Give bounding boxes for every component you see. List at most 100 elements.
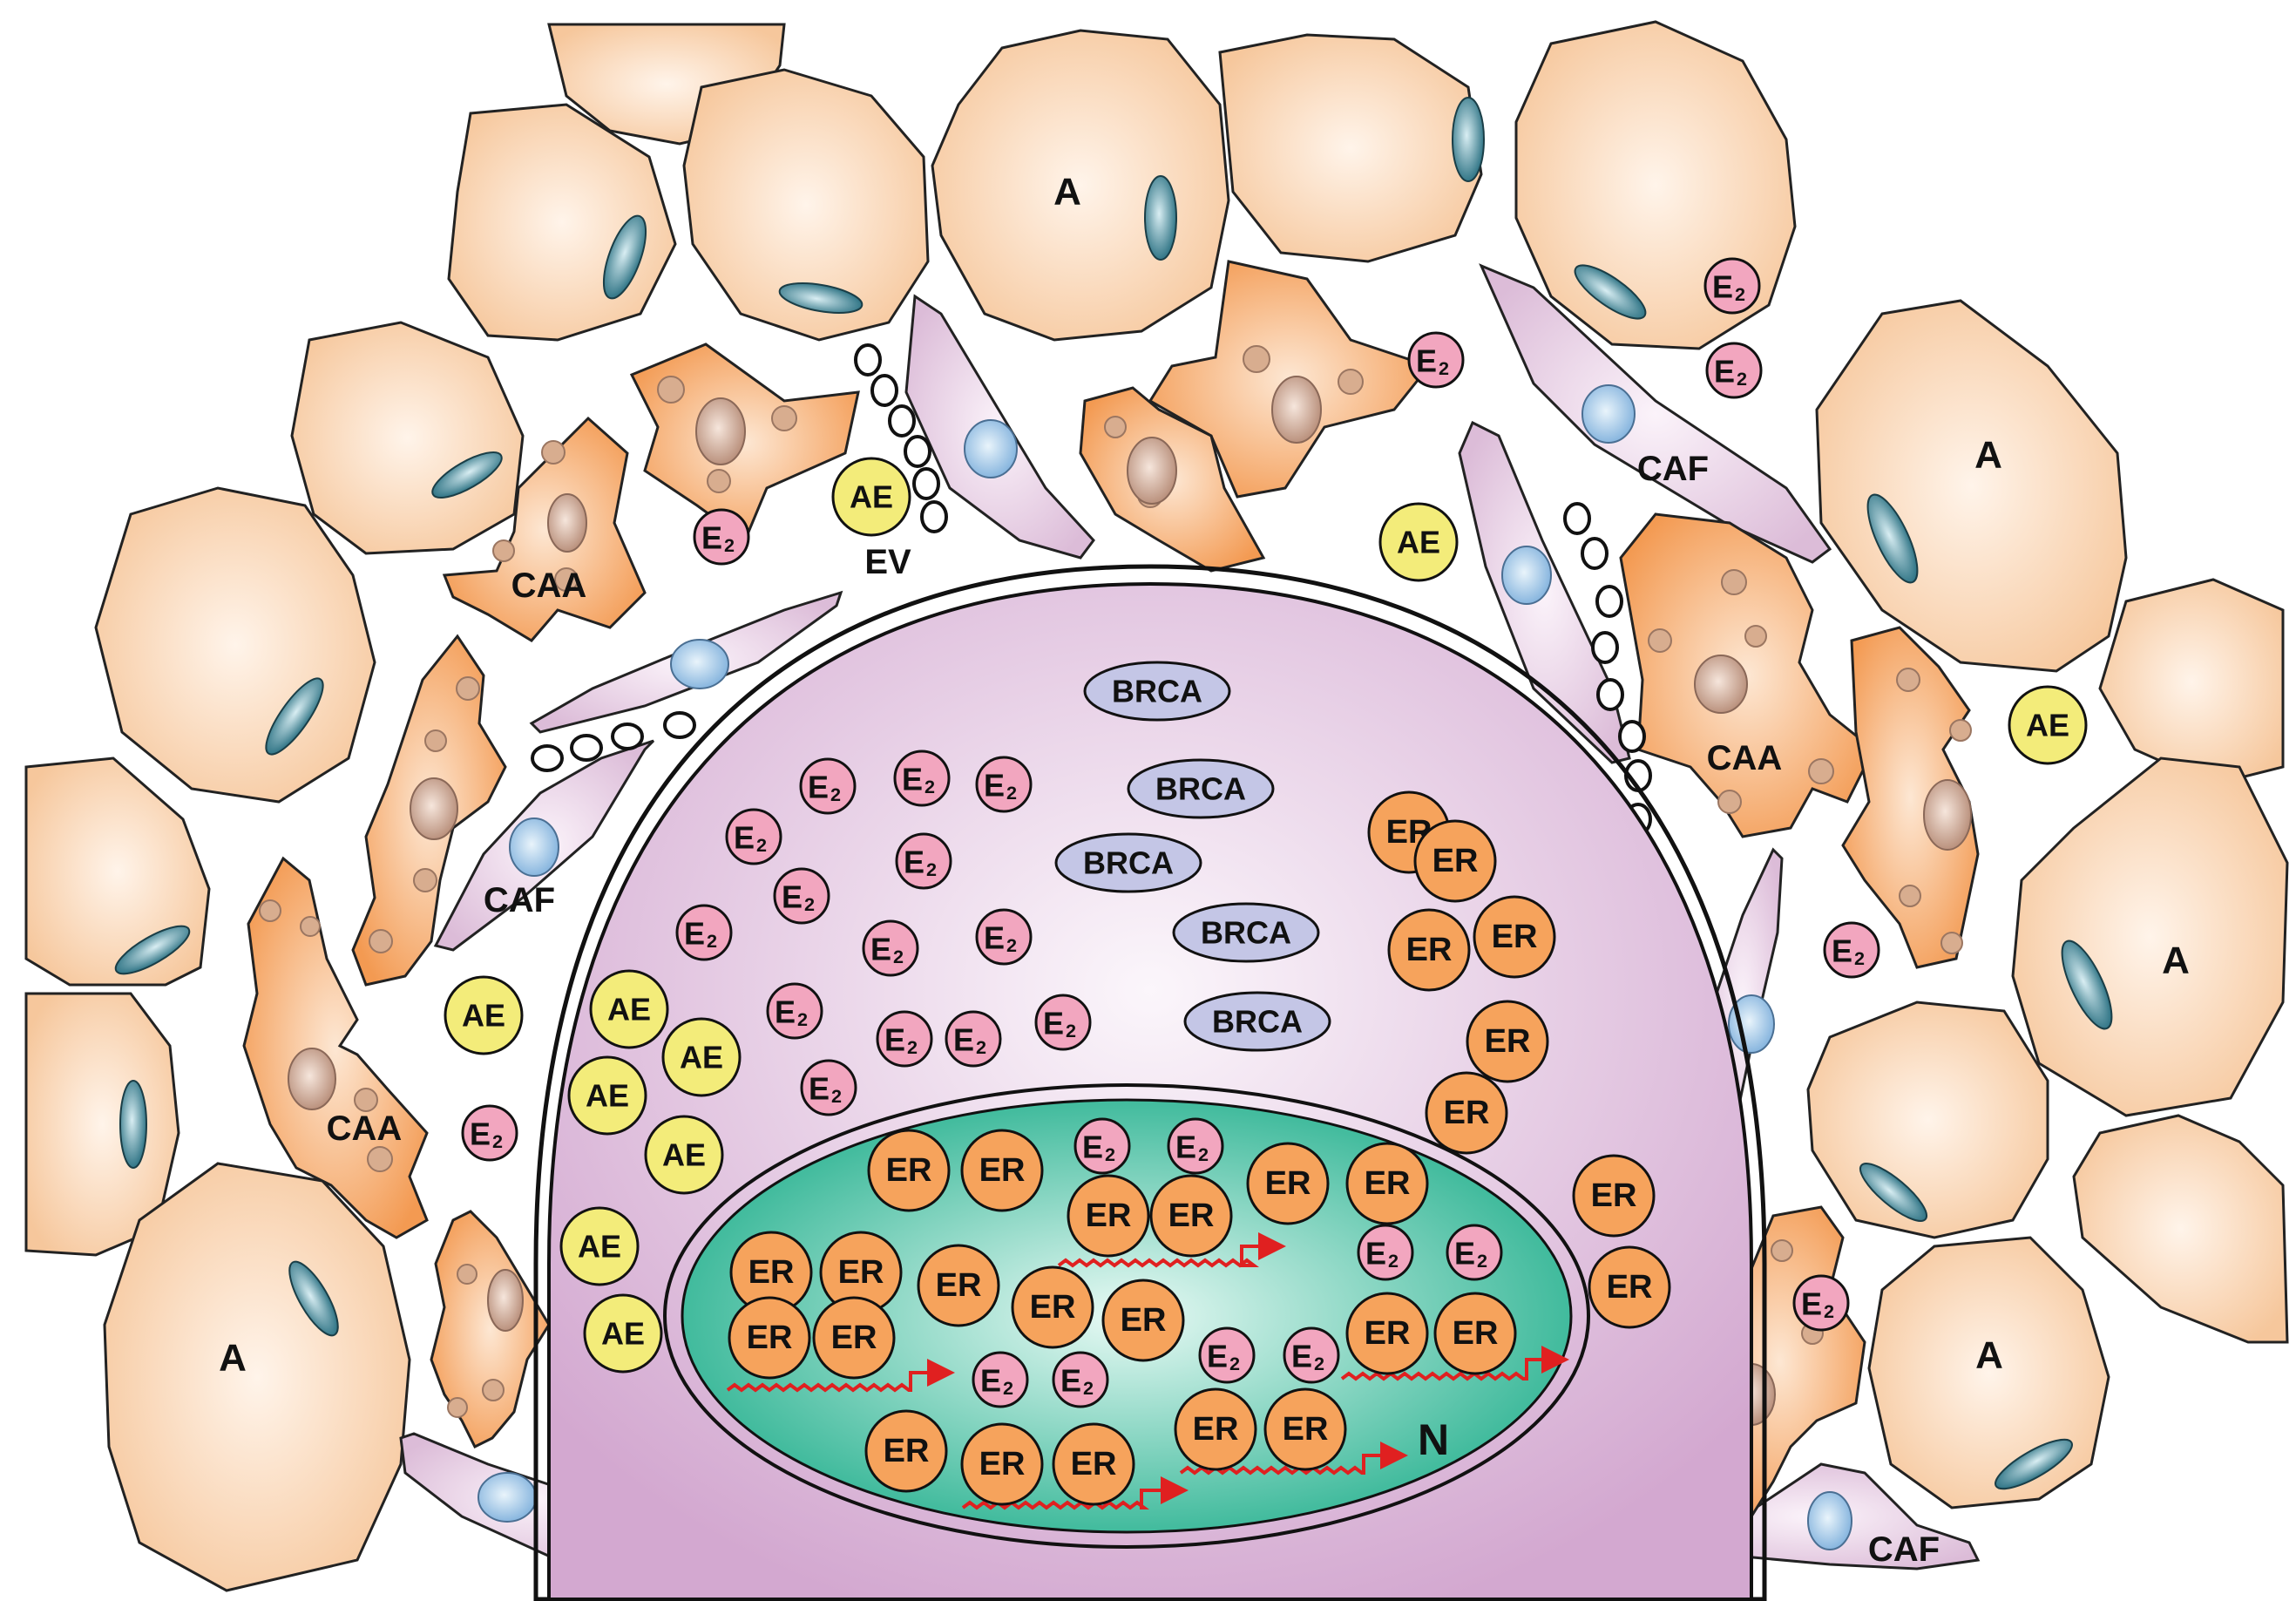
extracellular-vesicle <box>570 734 603 762</box>
aromatase-enzyme: AE <box>444 975 524 1055</box>
estradiol-molecule: E2 <box>461 1104 518 1162</box>
caf-cell <box>1479 263 1832 564</box>
caa-cell <box>1841 626 1980 969</box>
adipocyte-nucleus <box>1866 493 1919 584</box>
caf-nucleus <box>477 1472 537 1523</box>
estradiol-molecule: E2 <box>1283 1326 1340 1384</box>
estrogen-receptor-label: ER <box>1591 1177 1637 1214</box>
aromatase-label: AE <box>850 479 893 515</box>
caa-lipid-droplet <box>259 899 281 922</box>
adipocyte <box>1867 1236 2110 1509</box>
caa-lipid-droplet <box>492 539 515 562</box>
estrogen-receptor: ER <box>1387 908 1471 992</box>
estrogen-receptor: ER <box>960 1129 1044 1212</box>
estradiol-label: E2 <box>1175 1130 1209 1165</box>
brca-label: BRCA <box>1112 674 1202 709</box>
adipocyte-nucleus <box>119 1080 147 1169</box>
caa-lipid-droplet <box>413 868 437 892</box>
caa-label: CAA <box>1707 739 1783 777</box>
aromatase-label: AE <box>462 998 505 1034</box>
caa-cell <box>629 343 860 543</box>
caa-lipid-droplet <box>456 676 480 701</box>
estrogen-receptor: ER <box>728 1296 811 1380</box>
aromatase-label: AE <box>601 1316 645 1352</box>
estrogen-receptor: ER <box>1052 1422 1135 1506</box>
adipocyte <box>24 756 211 987</box>
adipocyte-nucleus <box>431 451 503 499</box>
caa-cell <box>442 416 647 642</box>
estradiol-label: E2 <box>470 1116 503 1152</box>
estradiol-molecule: E2 <box>1198 1326 1256 1384</box>
adipocyte <box>2011 756 2289 1117</box>
estradiol-molecule: E2 <box>1052 1351 1109 1408</box>
estradiol-molecule: E2 <box>893 750 951 807</box>
estrogen-receptor-label: ER <box>1265 1165 1311 1202</box>
estrogen-receptor: ER <box>1433 1292 1517 1375</box>
estrogen-receptor-label: ER <box>838 1254 884 1291</box>
adipocyte-layer <box>24 20 2289 1592</box>
brca-protein: BRCA <box>1054 832 1202 893</box>
estrogen-receptor: ER <box>1345 1292 1429 1375</box>
extracellular-vesicle <box>1595 585 1623 618</box>
extracellular-vesicle <box>1596 678 1624 711</box>
caf-nucleus <box>1581 384 1636 444</box>
transcription-arrow <box>1340 1346 1569 1381</box>
adipocyte <box>1218 33 1483 263</box>
caa-nucleus <box>695 397 746 465</box>
caa-lipid-droplet <box>554 567 579 592</box>
adipocyte-label: A <box>1975 1334 2003 1377</box>
caf-nucleus <box>1807 1491 1852 1550</box>
extracellular-vesicle <box>888 404 916 438</box>
caa-nucleus <box>487 1269 524 1332</box>
estrogen-receptor-label: ER <box>1168 1197 1215 1234</box>
transcription-arrow <box>1057 1232 1286 1268</box>
estradiol-molecule: E2 <box>1034 994 1092 1051</box>
adipocyte-nucleus <box>1859 1163 1928 1222</box>
estradiol-molecule: E2 <box>1792 1274 1850 1332</box>
brca-label: BRCA <box>1212 1004 1303 1040</box>
caa-lipid-droplet <box>1648 628 1672 653</box>
adipocyte-label: A <box>2162 940 2190 982</box>
estrogen-receptor: ER <box>812 1296 896 1380</box>
estradiol-molecule: E2 <box>1705 342 1763 399</box>
estrogen-receptor-label: ER <box>1453 1315 1499 1352</box>
caa-nucleus <box>410 777 458 840</box>
caa-label: CAA <box>511 566 587 605</box>
estrogen-receptor: ER <box>1067 1174 1150 1258</box>
estradiol-molecule: E2 <box>876 1010 933 1068</box>
aromatase-enzyme: AE <box>559 1206 640 1286</box>
aromatase-label: AE <box>680 1040 723 1075</box>
adipocyte-label: A <box>1974 434 2002 477</box>
estradiol-molecule: E2 <box>1407 331 1465 389</box>
caa-nucleus <box>288 1048 336 1110</box>
caa-lipid-droplet <box>457 1264 477 1285</box>
aromatase-enzyme: AE <box>567 1055 647 1136</box>
estrogen-receptor-label: ER <box>1485 1023 1531 1060</box>
estradiol-label: E2 <box>701 520 735 556</box>
estradiol-molecule: E2 <box>895 832 952 890</box>
caa-lipid-droplet <box>482 1379 505 1401</box>
estrogen-receptor-label: ER <box>1365 1315 1411 1352</box>
estrogen-receptor: ER <box>1149 1174 1233 1258</box>
caa-lipid-droplet <box>1744 625 1767 648</box>
extracellular-vesicle <box>663 711 696 739</box>
estrogen-receptor-label: ER <box>979 1152 1026 1189</box>
ev-label: EV <box>864 543 911 581</box>
caa-lipid-droplet <box>1721 569 1747 595</box>
caf-nucleus <box>1501 546 1552 605</box>
estradiol-molecule: E2 <box>975 908 1033 966</box>
estradiol-molecule: E2 <box>1703 257 1761 315</box>
extracellular-vesicle <box>531 744 564 772</box>
estrogen-receptor: ER <box>867 1129 951 1212</box>
caa-lipid-droplet <box>1949 719 1972 742</box>
caa-lipid-droplet <box>1940 932 1963 954</box>
estrogen-receptor-label: ER <box>1121 1302 1167 1339</box>
aromatase-label: AE <box>1397 525 1440 560</box>
brca-protein: BRCA <box>1183 991 1331 1052</box>
estradiol-label: E2 <box>782 879 815 915</box>
estradiol-label: E2 <box>984 920 1017 956</box>
caf-nucleus <box>670 639 729 689</box>
estrogen-receptor-label: ER <box>1406 932 1453 968</box>
